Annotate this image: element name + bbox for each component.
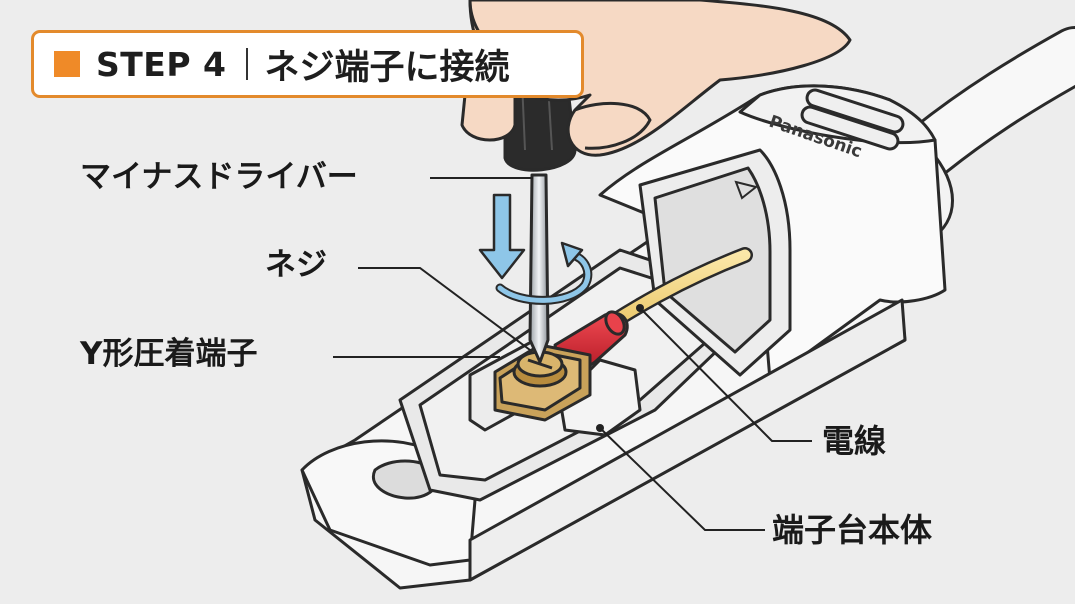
step-number: STEP 4 — [96, 45, 226, 84]
step-title: ネジ端子に接続 — [264, 39, 509, 90]
label-y-terminal: Y形圧着端子 — [80, 339, 257, 370]
label-wire: 電線 — [822, 425, 886, 457]
step-header: STEP 4 ネジ端子に接続 — [31, 30, 584, 98]
step-divider — [246, 48, 248, 80]
label-screw: ネジ — [265, 250, 327, 281]
leader-dot-wire — [636, 304, 644, 312]
label-terminal-base: 端子台本体 — [772, 514, 932, 546]
label-screwdriver: マイナスドライバー — [80, 162, 358, 193]
step-marker-square — [54, 51, 80, 77]
power-cable — [930, 55, 1075, 240]
push-down-arrow-icon — [480, 195, 524, 278]
leader-dot-base — [596, 424, 604, 432]
